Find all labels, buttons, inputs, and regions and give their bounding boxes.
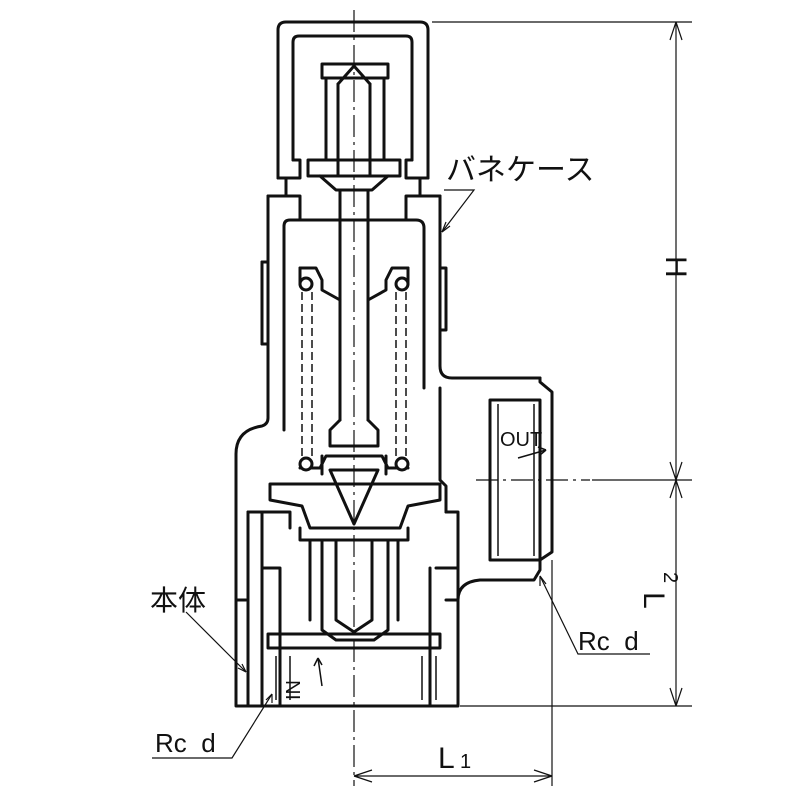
flow-arrows	[313, 446, 547, 687]
dim-l2-label: L	[637, 592, 670, 609]
spring-case-label: バネケース	[446, 153, 595, 188]
out-label: OUT	[500, 429, 542, 451]
valve-body	[234, 498, 460, 708]
lock-nut	[266, 176, 442, 222]
dim-L2	[460, 479, 692, 707]
outlet-port	[438, 376, 554, 602]
dim-l1-subscript: 1	[460, 751, 471, 773]
dim-h-label: H	[659, 256, 692, 278]
body-label: 本体	[150, 584, 206, 617]
dim-L1	[353, 560, 553, 786]
adjusting-screw	[306, 62, 402, 192]
dim-l2-subscript: 2	[659, 572, 681, 583]
upper-spring-seat	[298, 266, 410, 302]
leader-lines	[152, 189, 650, 759]
cap	[276, 20, 430, 180]
in-label: IN	[283, 680, 305, 700]
rc-inlet-label: Rc d	[155, 728, 216, 758]
spring-case	[234, 210, 542, 602]
dim-H	[432, 21, 692, 481]
centerlines	[353, 10, 590, 786]
valve-seat	[268, 482, 442, 642]
spring	[301, 292, 407, 458]
dim-l1-label: L	[438, 742, 455, 775]
rc-outlet-label: Rc d	[578, 626, 639, 656]
